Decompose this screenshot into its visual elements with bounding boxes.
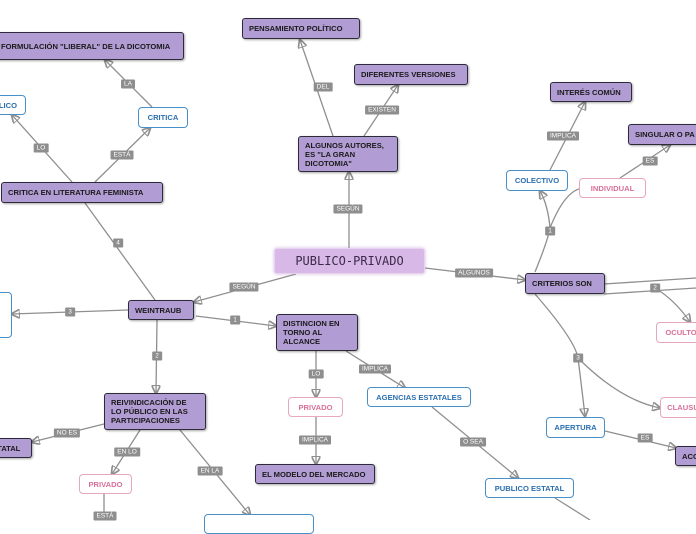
label-number-3a: 3 xyxy=(65,307,75,317)
edge-criterios-clausu xyxy=(577,357,660,408)
label-esta-1: ESTÁ xyxy=(110,150,134,160)
node-critica[interactable]: CRITICA xyxy=(138,107,188,128)
node-pensamiento-politico[interactable]: PENSAMIENTO POLÍTICO xyxy=(242,18,360,39)
edge-criterios-right2 xyxy=(603,287,696,295)
label-existen: EXISTEN xyxy=(365,105,399,115)
node-clausu[interactable]: CLAUSU xyxy=(660,397,696,418)
node-distincion-alcance[interactable]: DISTINCION EN TORNO AL ALCANCE xyxy=(276,314,358,351)
node-critica-literatura-feminista[interactable]: CRITICA EN LITERATURA FEMINISTA xyxy=(1,182,163,203)
label-number-2b: 2 xyxy=(152,351,162,361)
node-estatal[interactable]: ESTATAL xyxy=(0,438,32,458)
node-oculto[interactable]: OCULTO xyxy=(656,322,696,343)
label-lo-1: LO xyxy=(33,143,49,153)
node-left-edge[interactable] xyxy=(0,292,12,338)
label-la: LA xyxy=(121,79,135,89)
node-publico-privado[interactable]: PUBLICO-PRIVADO xyxy=(274,248,425,274)
node-weintraub[interactable]: WEINTRAUB xyxy=(128,300,194,320)
label-es-1: ES xyxy=(642,156,658,166)
label-no-es: NO ES xyxy=(53,428,81,438)
node-modelo-mercado[interactable]: EL MODELO DEL MERCADO xyxy=(255,464,375,484)
label-segun-2: SEGÚN xyxy=(229,282,259,292)
label-implica-2: IMPLICA xyxy=(358,364,392,374)
label-es-2: ES xyxy=(637,433,653,443)
label-number-1a: 1 xyxy=(545,226,555,236)
label-implica-3: IMPLICA xyxy=(298,435,332,445)
node-diferentes-versiones[interactable]: DIFERENTES VERSIONES xyxy=(354,64,468,85)
node-reivindicacion[interactable]: REIVINDICACIÓN DE LO PÚBLICO EN LAS PART… xyxy=(104,393,206,430)
node-acc[interactable]: ACC xyxy=(675,446,696,466)
node-privado-2[interactable]: PRIVADO xyxy=(79,474,132,494)
label-del: DEL xyxy=(313,82,333,92)
label-en-la: EN LA xyxy=(197,466,223,476)
node-formulacion-liberal[interactable]: FORMULACIÓN "LIBERAL" DE LA DICOTOMIA xyxy=(0,32,184,60)
label-algunos: ALGUNOS xyxy=(455,268,493,278)
node-agencias-estatales[interactable]: AGENCIAS ESTATALES xyxy=(367,387,471,407)
label-number-4: 4 xyxy=(113,238,123,248)
label-number-1b: 1 xyxy=(230,315,240,325)
node-individual[interactable]: INDIVIDUAL xyxy=(579,178,646,198)
label-esta-2: ESTÁ xyxy=(93,511,117,521)
label-lo-2: LO xyxy=(308,369,324,379)
node-privado-1[interactable]: PRIVADO xyxy=(288,397,343,417)
node-apertura[interactable]: APERTURA xyxy=(546,417,605,438)
label-en-lo: EN LO xyxy=(114,447,140,457)
node-publico-estatal[interactable]: PUBLICO ESTATAL xyxy=(485,478,574,498)
edge-criterios-right2b xyxy=(603,277,696,285)
label-o-sea: O SEA xyxy=(460,437,486,447)
node-colectivo[interactable]: COLECTIVO xyxy=(506,170,568,191)
node-lico[interactable]: LICO xyxy=(0,95,26,115)
node-algunos-autores[interactable]: ALGUNOS AUTORES, ES "LA GRAN DICOTOMIA" xyxy=(298,136,398,172)
edge-weintraub-critica-fem xyxy=(84,202,156,301)
node-interes-comun[interactable]: INTERÉS COMÚN xyxy=(550,82,632,102)
label-number-2a: 2 xyxy=(650,283,660,293)
label-segun-1: SEGÚN xyxy=(333,204,363,214)
node-criterios-son[interactable]: CRITERIOS SON xyxy=(525,273,605,294)
node-bottom-partial[interactable] xyxy=(204,514,314,534)
label-implica-1: IMPLICA xyxy=(546,131,580,141)
edge-two-oculto xyxy=(654,287,690,322)
edge-publico-estatal-below xyxy=(554,497,591,520)
node-singular[interactable]: SINGULAR O PA xyxy=(628,124,696,145)
label-number-3b: 3 xyxy=(573,353,583,363)
